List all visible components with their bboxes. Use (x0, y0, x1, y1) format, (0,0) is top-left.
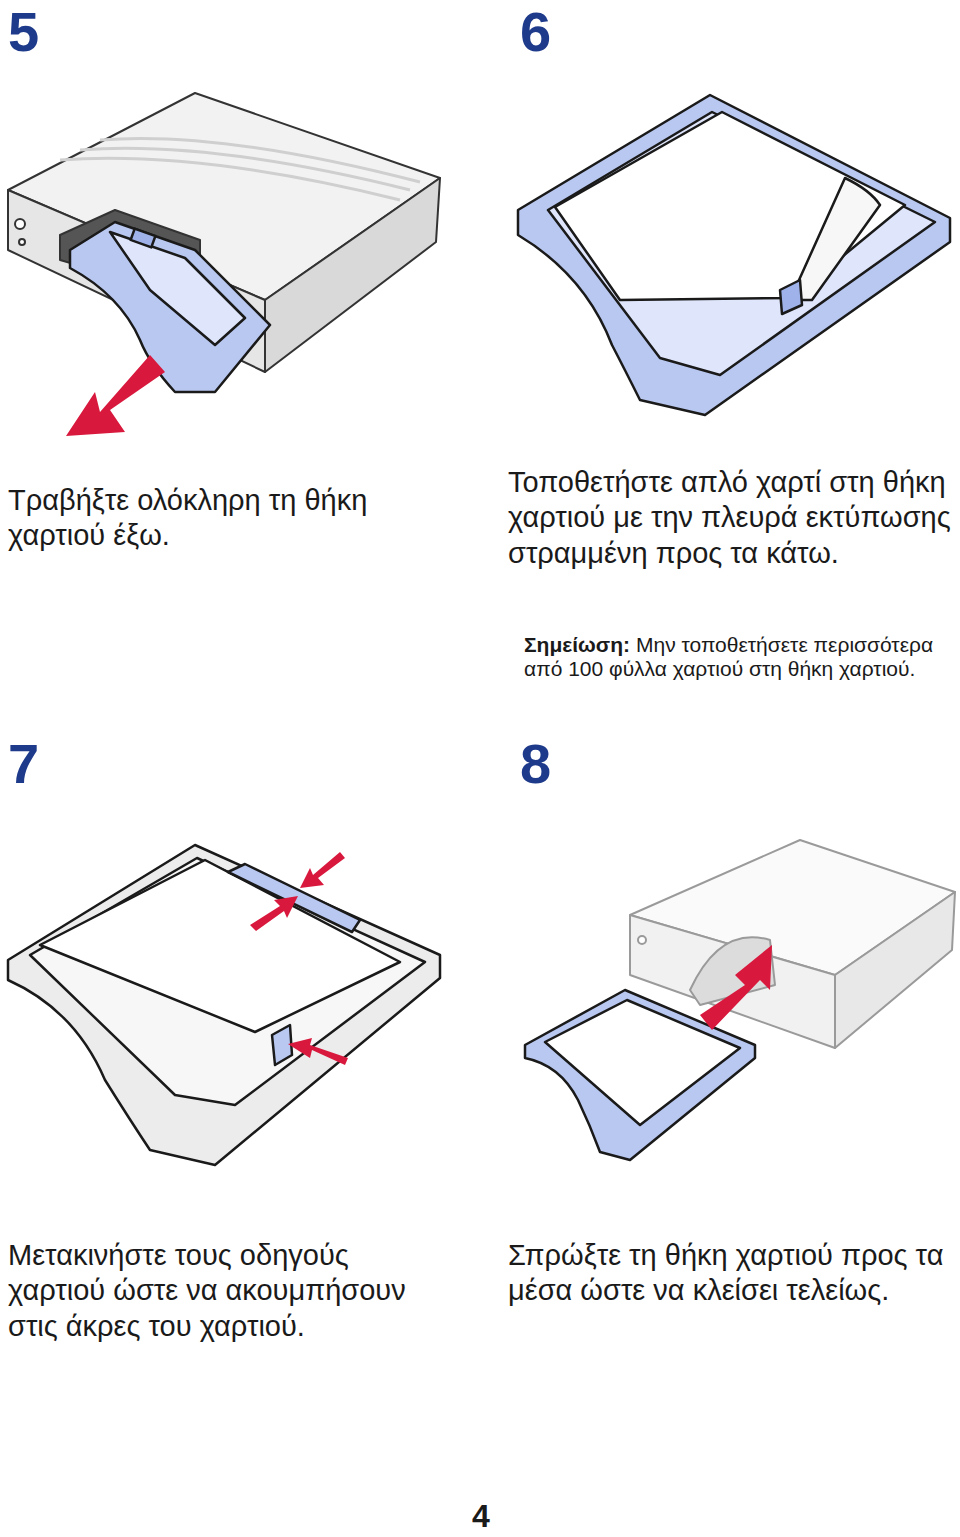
step-number: 6 (520, 4, 551, 60)
printer-step5 (8, 93, 440, 372)
note-block: Σημείωση:Μην τοποθετήσετε περισσότερα απ… (524, 633, 954, 681)
step-number: 7 (8, 736, 39, 792)
page-number: 4 (472, 1500, 490, 1532)
step-number: 8 (520, 736, 551, 792)
red-arrow (700, 945, 772, 1030)
step-text: Μετακινήστε τους οδηγούς χαρτιού ώστε να… (8, 1238, 448, 1344)
step-number: 5 (8, 4, 39, 60)
step-text: Τραβήξτε ολόκληρη τη θήκη χαρτιού έξω. (8, 483, 448, 554)
red-arrow (66, 355, 165, 436)
step-text: Τοποθετήστε απλό χαρτί στη θήκη χαρτιού … (508, 465, 956, 571)
step-text: Σπρώξτε τη θήκη χαρτιού προς τα μέσα ώστ… (508, 1238, 948, 1309)
red-arrows (250, 852, 348, 1065)
tray-step7 (8, 845, 440, 1165)
tray-step6 (518, 95, 950, 415)
tray-step5 (70, 222, 270, 392)
note-heading: Σημείωση: (524, 633, 630, 656)
